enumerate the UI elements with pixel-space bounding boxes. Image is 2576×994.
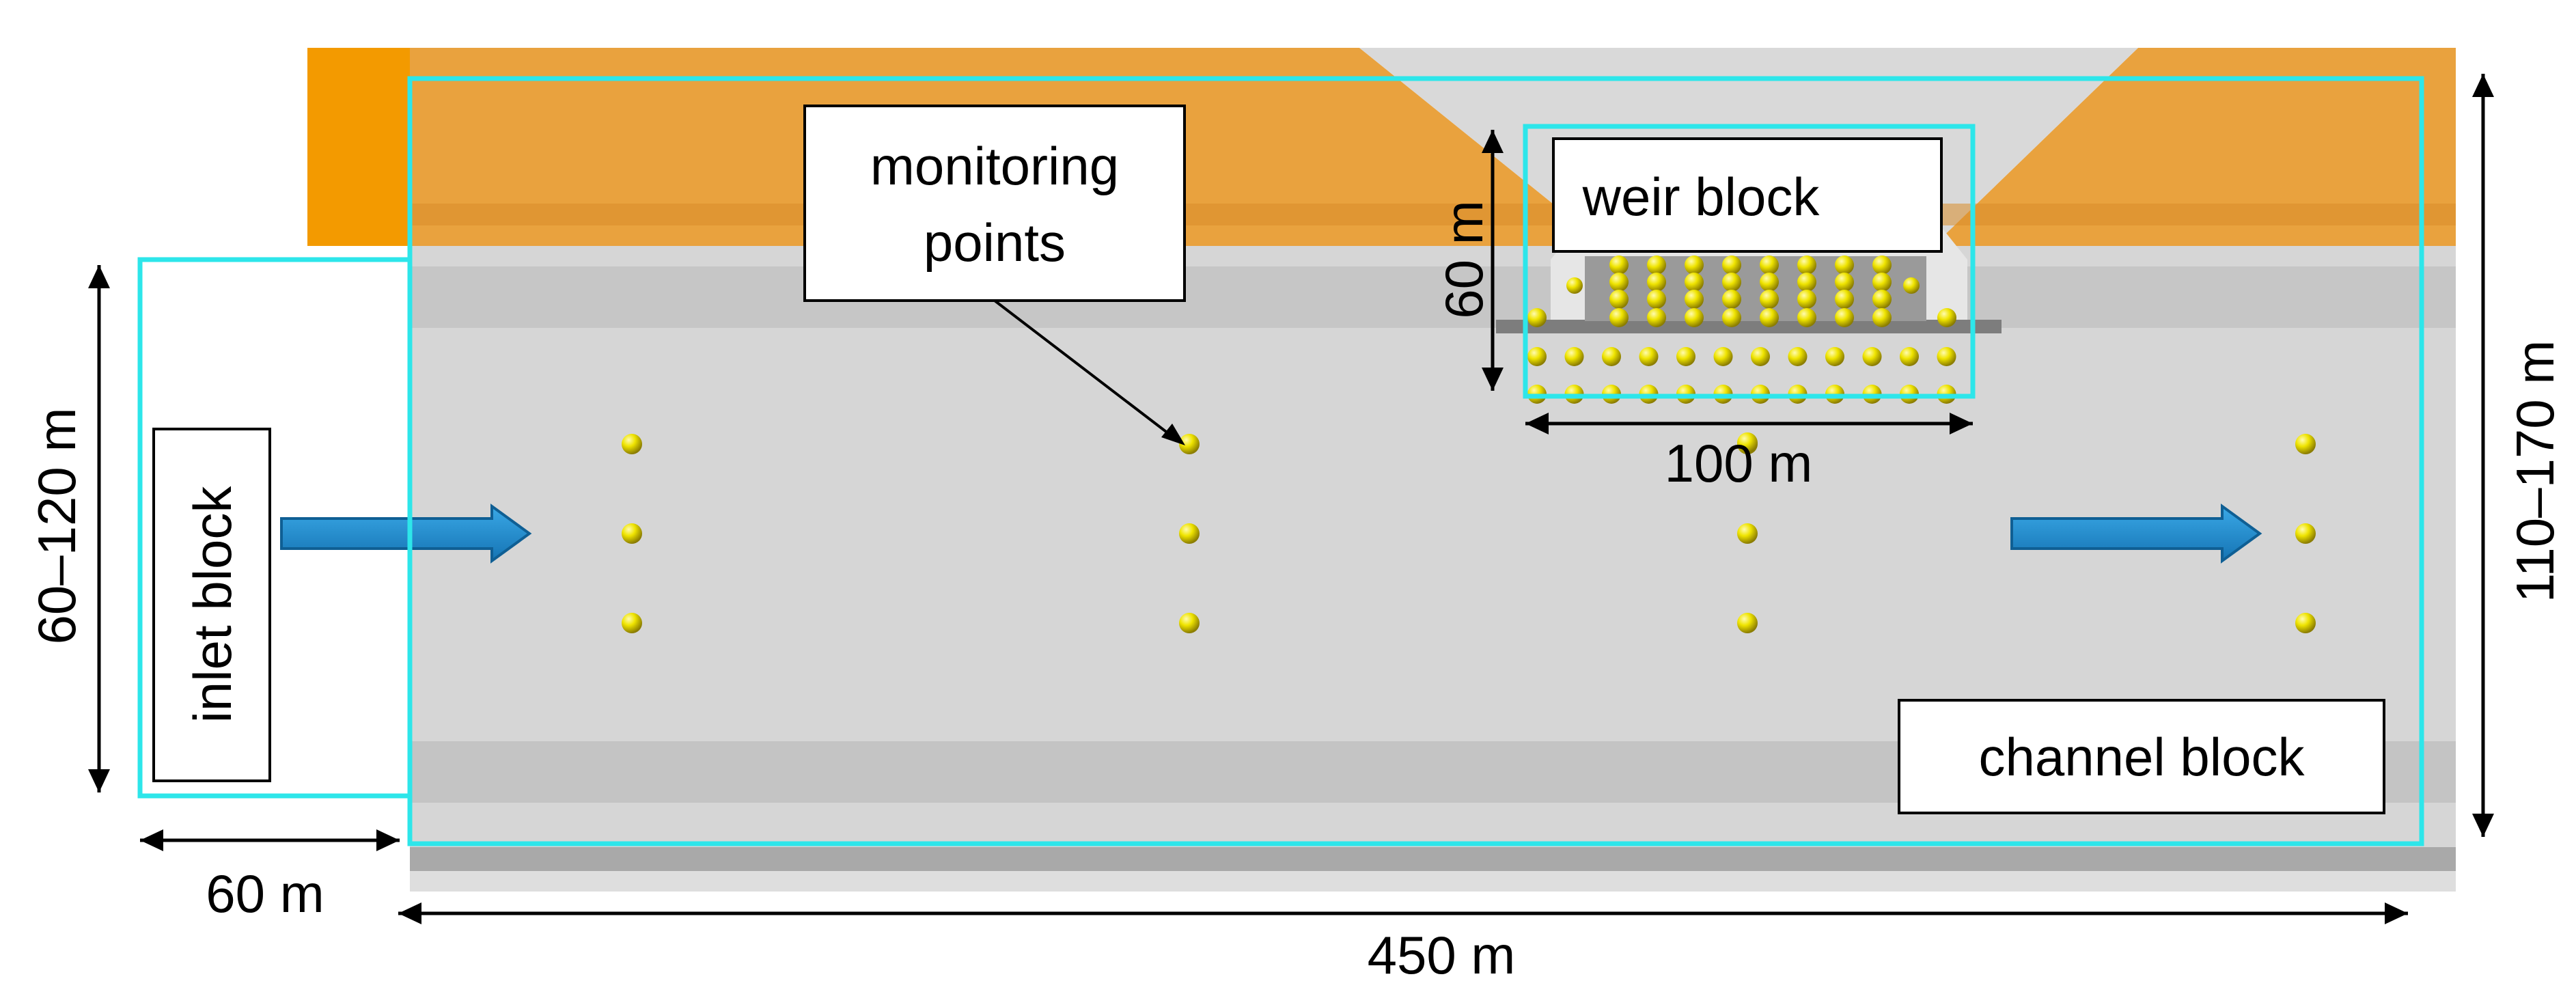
monitoring-point [622,523,642,544]
weir-monitoring-point [1685,273,1704,292]
weir-monitoring-point [1760,308,1779,327]
channel-block-outline [407,76,2424,846]
weir-monitoring-point [1835,273,1854,292]
weir-monitoring-point [1685,290,1704,309]
weir-monitoring-point [1835,308,1854,327]
weir-block-outline [1523,124,1976,399]
weir-monitoring-point [1760,256,1779,275]
monitoring-point [1179,523,1200,544]
monitoring-point [1179,613,1200,633]
weir-monitoring-point [1862,347,1882,366]
weir-monitoring-point [1872,256,1892,275]
block-outlines [137,76,2424,846]
channel-floor [410,246,2456,892]
inlet-height-dimension: 60–120 m [27,408,87,645]
total-length-dimension: 450 m [1368,925,1516,985]
weir-monitoring-point [1609,256,1629,275]
flow-direction-arrow-icon [2010,503,2262,564]
weir-monitoring-point [1639,347,1659,366]
monitoring-point [622,613,642,633]
weir-block-label-box: weir block [1552,137,1943,253]
weir-monitoring-point [1566,277,1583,294]
inlet-width-dimension: 60 m [206,864,324,924]
weir-monitoring-point [1825,347,1844,366]
weir-monitoring-point [1713,347,1733,366]
weir-monitoring-point [1797,256,1816,275]
weir-monitoring-point [1872,290,1892,309]
weir-width-dimension: 100 m [1665,433,1813,493]
monitoring-point [2295,434,2316,454]
weir-monitoring-point [1564,347,1584,366]
monitoring-point [1737,613,1758,633]
weir-monitoring-point [1647,290,1666,309]
weir-monitoring-point [1722,273,1741,292]
weir-monitoring-point [1647,256,1666,275]
weir-monitoring-point [1647,308,1666,327]
weir-monitoring-point [1527,347,1547,366]
monitoring-point [1737,523,1758,544]
weir-monitoring-point [1722,256,1741,275]
flow-direction-arrow-icon [280,503,532,564]
weir-monitoring-point [1751,347,1770,366]
monitoring-points-group [622,256,2316,633]
channel-block-label: channel block [1979,727,2305,787]
weir-monitoring-point [1797,290,1816,309]
weir-monitoring-point [1797,308,1816,327]
weir-monitoring-point [1937,308,1956,327]
monitoring-point [622,434,642,454]
weir-height-dimension: 60 m [1434,200,1494,318]
monitoring-point [1179,434,1200,454]
weir-monitoring-point [1900,347,1919,366]
weir-monitoring-point [1722,290,1741,309]
weir-block-label: weir block [1582,167,1820,227]
weir-monitoring-point [1760,290,1779,309]
weir-monitoring-point [1685,256,1704,275]
channel-block-label-box: channel block [1898,699,2385,814]
weir-monitoring-point [1872,308,1892,327]
weir-monitoring-point [1722,308,1741,327]
weir-monitoring-point [1609,290,1629,309]
weir-monitoring-point [1527,308,1547,327]
weir-monitoring-point [1760,273,1779,292]
weir-monitoring-point [1835,290,1854,309]
weir-monitoring-point [1903,277,1920,294]
monitoring-points-label-box: monitoring points [803,105,1186,302]
weir-monitoring-point [1797,273,1816,292]
weir-monitoring-point [1835,256,1854,275]
weir-monitoring-point [1788,347,1808,366]
monitoring-point [2295,523,2316,544]
weir-monitoring-point [1937,347,1956,366]
weir-monitoring-point [1609,308,1629,327]
monitoring-point [2295,613,2316,633]
inlet-block-label: inlet block [182,486,243,723]
channel-height-dimension: 110–170 m [2505,340,2565,603]
dimension-lines [88,74,2494,924]
weir-monitoring-point [1602,347,1621,366]
weir-monitoring-point [1685,308,1704,327]
weir-monitoring-point [1647,273,1666,292]
weir-monitoring-point [1872,273,1892,292]
monitoring-points-label-line1: monitoring [870,136,1119,196]
monitoring-point [1737,432,1758,453]
weir-monitoring-point [1609,273,1629,292]
monitoring-points-label-line2: points [924,212,1066,273]
monitoring-points-leader [993,299,1185,445]
inlet-block-label-box: inlet block [152,428,271,782]
weir-monitoring-point [1676,347,1695,366]
